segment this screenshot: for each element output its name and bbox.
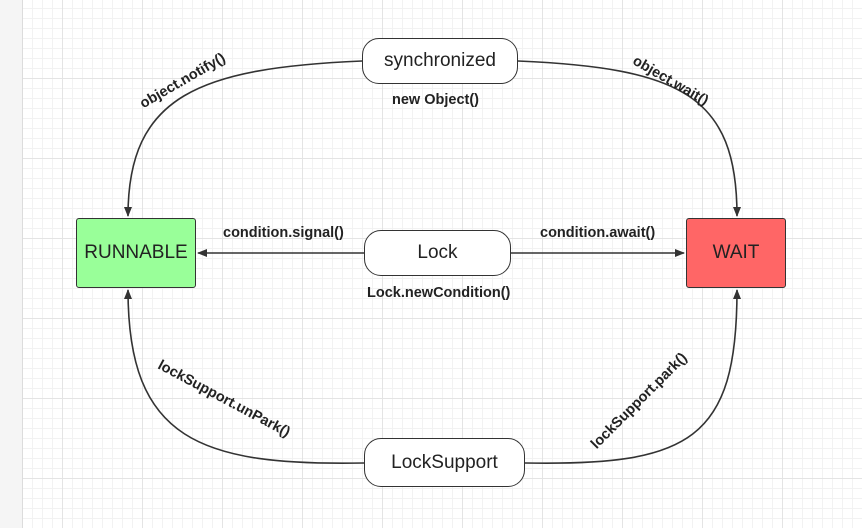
edge-notify — [124, 60, 363, 217]
edge-wait — [517, 60, 741, 217]
synchronized-node[interactable]: synchronized — [362, 38, 518, 84]
lock-node[interactable]: Lock — [364, 230, 511, 276]
edge-unpark — [124, 289, 365, 465]
runnable-state-node[interactable]: RUNNABLE — [76, 218, 196, 288]
new-object-label: new Object() — [392, 92, 480, 108]
condition-signal-label: condition.signal() — [223, 225, 344, 241]
lock-new-condition-label: Lock.newCondition() — [367, 285, 511, 301]
locksupport-node[interactable]: LockSupport — [364, 438, 525, 487]
edge-park — [524, 289, 741, 465]
wait-state-node[interactable]: WAIT — [686, 218, 786, 288]
left-panel-strip — [0, 0, 23, 528]
condition-await-label: condition.await() — [540, 225, 656, 241]
